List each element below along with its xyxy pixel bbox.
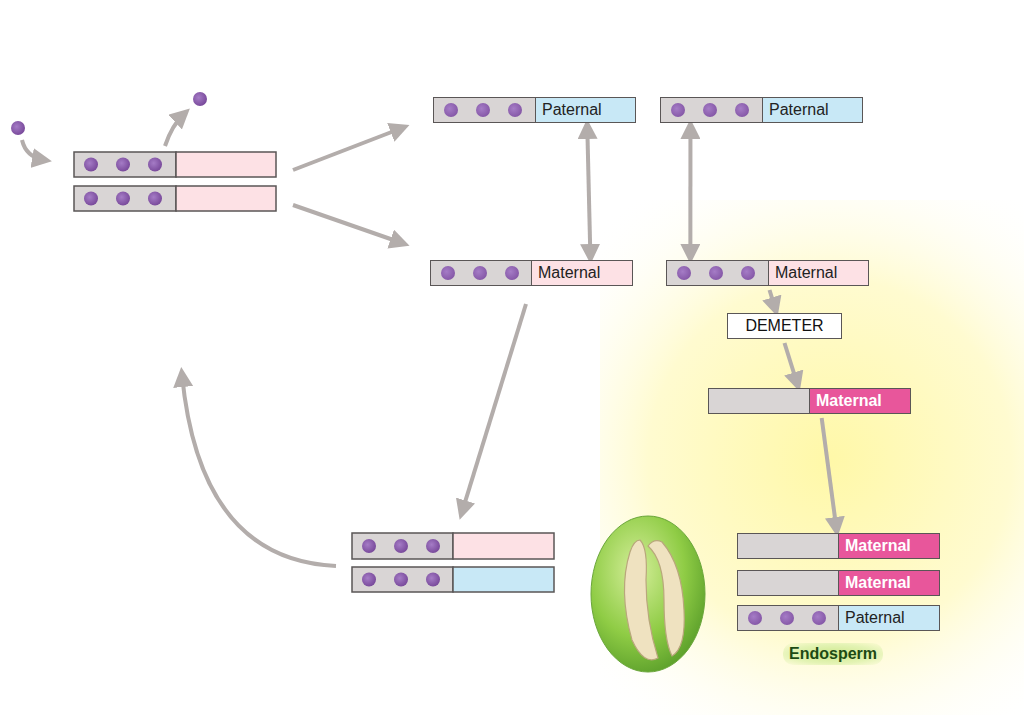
methyl-group — [780, 611, 794, 625]
chromosome-region — [667, 261, 769, 285]
node-label: Paternal — [763, 98, 829, 122]
chromosome-region — [738, 571, 839, 595]
demethylated-maternal-chromosome: Maternal — [737, 533, 940, 559]
connector-arrow — [785, 343, 798, 384]
demethylated-maternal-chromosome: Maternal — [708, 388, 911, 414]
chromosome-region — [431, 261, 532, 285]
methyl-group — [812, 611, 826, 625]
methyl-group — [748, 611, 762, 625]
node-label: Maternal — [839, 534, 911, 558]
connector-arrow — [822, 418, 837, 529]
connector-arrow — [770, 290, 776, 309]
node-label: Maternal — [769, 261, 837, 285]
methyl-group — [703, 103, 717, 117]
methyl-group — [671, 103, 685, 117]
methyl-group — [508, 103, 522, 117]
maternal-chromosome: Maternal — [666, 260, 869, 286]
connector-arrow — [587, 127, 590, 256]
methyl-group — [735, 103, 749, 117]
tissue-label: Endosperm — [783, 643, 883, 665]
methyl-group — [709, 266, 723, 280]
enzyme-box: DEMETER — [727, 313, 842, 339]
node-label: Maternal — [532, 261, 600, 285]
methyl-group — [441, 266, 455, 280]
methyl-group — [473, 266, 487, 280]
methyl-group — [444, 103, 458, 117]
node-label: Maternal — [810, 389, 882, 413]
methyl-group — [505, 266, 519, 280]
chromosome-region — [709, 389, 810, 413]
node-label: Paternal — [839, 606, 905, 630]
paternal-chromosome: Paternal — [660, 97, 863, 123]
paternal-chromosome: Paternal — [737, 605, 940, 631]
chromosome-region — [738, 606, 839, 630]
methyl-group — [476, 103, 490, 117]
maternal-chromosome: Maternal — [430, 260, 633, 286]
demethylated-maternal-chromosome: Maternal — [737, 570, 940, 596]
paternal-chromosome: Paternal — [433, 97, 636, 123]
connector-arrow — [688, 127, 692, 256]
node-label: Paternal — [536, 98, 602, 122]
chromosome-region — [661, 98, 763, 122]
chromosome-region — [738, 534, 839, 558]
node-label: Maternal — [839, 571, 911, 595]
node-label: DEMETER — [728, 314, 841, 338]
methyl-group — [677, 266, 691, 280]
chromosome-region — [434, 98, 536, 122]
methyl-group — [741, 266, 755, 280]
